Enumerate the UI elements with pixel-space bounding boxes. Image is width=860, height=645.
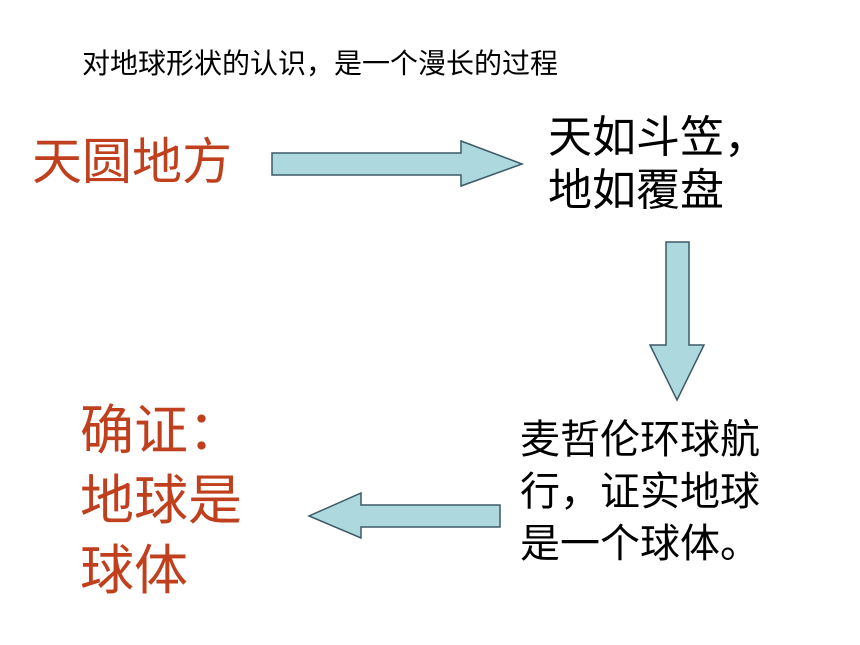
node-sky-lid-view: 天如斗笠， 地如覆盘 <box>548 112 768 218</box>
node-proof-line-1: 确证： <box>80 399 242 462</box>
node-magellan-line-2: 行，证实地球 <box>520 469 760 515</box>
arrow-left <box>307 491 501 540</box>
node-proof: 确证： 地球是 球体 <box>80 396 242 607</box>
node-sky-lid-line-2: 地如覆盘 <box>548 164 724 216</box>
node-ancient-view: 天圆地方 <box>32 133 232 191</box>
node-magellan-line-3: 是一个球体。 <box>520 521 760 567</box>
node-magellan-line-1: 麦哲伦环球航 <box>520 417 760 463</box>
arrow-right <box>271 139 525 188</box>
node-proof-line-3: 球体 <box>80 539 188 603</box>
arrow-down <box>648 241 706 402</box>
page-title: 对地球形状的认识，是一个漫长的过程 <box>82 47 559 80</box>
node-sky-lid-line-1: 天如斗笠， <box>548 112 768 163</box>
node-magellan: 麦哲伦环球航 行，证实地球 是一个球体。 <box>520 414 760 570</box>
node-proof-line-2: 地球是 <box>80 469 242 533</box>
